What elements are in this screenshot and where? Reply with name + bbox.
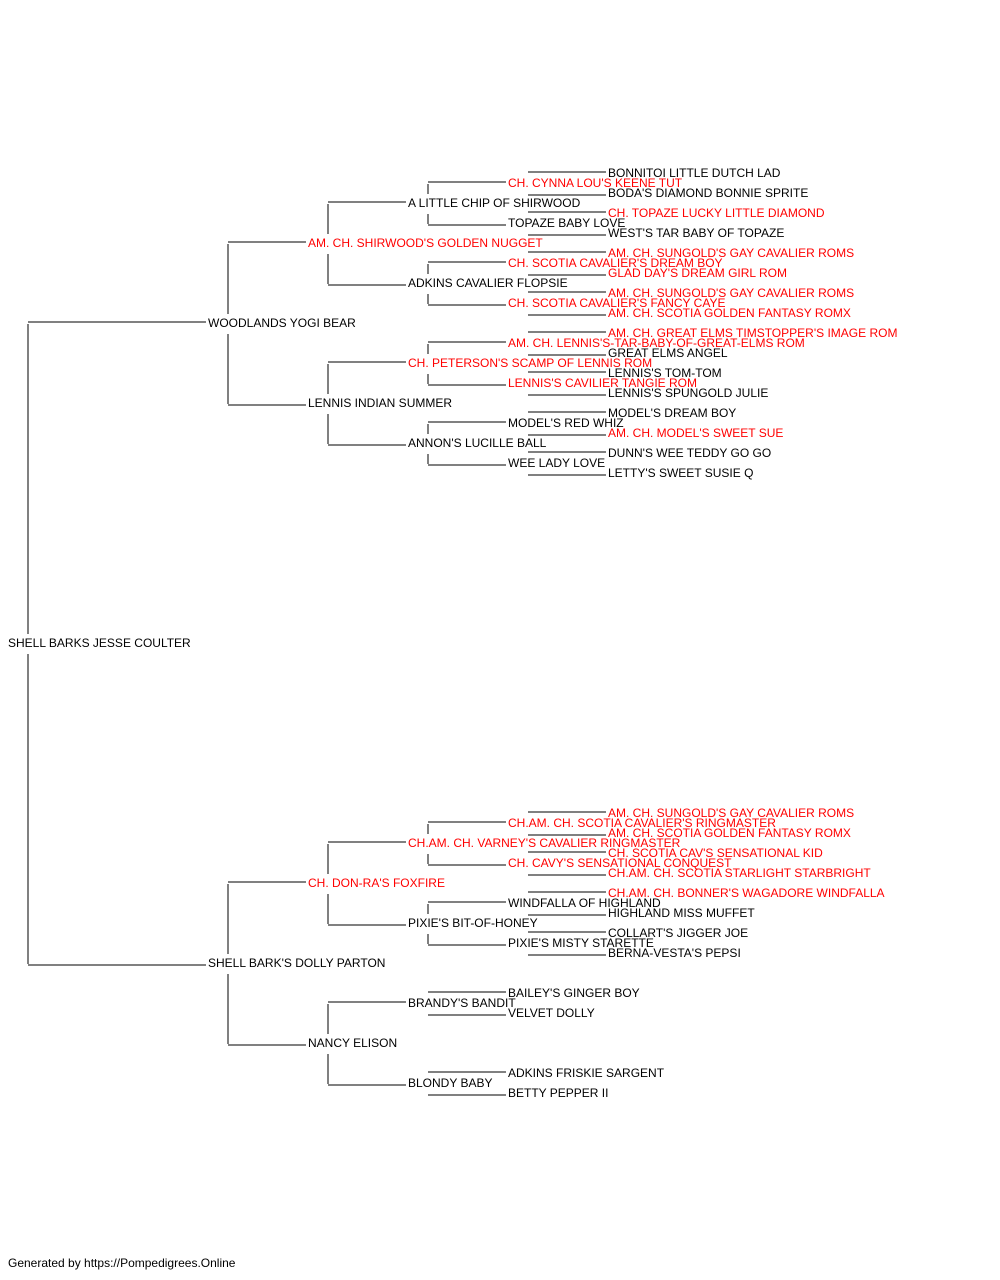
pedigree-name: WEST'S TAR BABY OF TOPAZE (608, 226, 784, 240)
pedigree-name-champion: AM. CH. SUNGOLD'S GAY CAVALIER ROMS (608, 246, 854, 260)
pedigree-name: BODA'S DIAMOND BONNIE SPRITE (608, 186, 808, 200)
pedigree-name-champion: CH. SCOTIA CAV'S SENSATIONAL KID (608, 846, 823, 860)
pedigree-name: BAILEY'S GINGER BOY (508, 986, 640, 1000)
pedigree-name: NANCY ELISON (308, 1036, 397, 1050)
pedigree-name-champion: AM. CH. MODEL'S SWEET SUE (608, 426, 783, 440)
pedigree-name-champion: CH. PETERSON'S SCAMP OF LENNIS ROM (408, 356, 652, 370)
pedigree-name-champion: CH.AM. CH. VARNEY'S CAVALIER RINGMASTER (408, 836, 681, 850)
pedigree-name-champion: CH. TOPAZE LUCKY LITTLE DIAMOND (608, 206, 825, 220)
pedigree-name-champion: LENNIS'S CAVILIER TANGIE ROM (508, 376, 697, 390)
pedigree-name: BETTY PEPPER II (508, 1086, 608, 1100)
pedigree-name: BRANDY'S BANDIT (408, 996, 516, 1010)
pedigree-name: PIXIE'S BIT-OF-HONEY (408, 916, 538, 930)
pedigree-name: TOPAZE BABY LOVE (508, 216, 625, 230)
pedigree-name: MODEL'S RED WHIZ (508, 416, 624, 430)
pedigree-name: ADKINS CAVALIER FLOPSIE (408, 276, 568, 290)
pedigree-name-champion: CH. CYNNA LOU'S KEENE TUT (508, 176, 683, 190)
pedigree-name: LENNIS'S TOM-TOM (608, 366, 722, 380)
pedigree-name: LENNIS INDIAN SUMMER (308, 396, 452, 410)
pedigree-name-champion: AM. CH. LENNIS'S-TAR-BABY-OF-GREAT-ELMS … (508, 336, 805, 350)
pedigree-name: DUNN'S WEE TEDDY GO GO (608, 446, 771, 460)
pedigree-name: VELVET DOLLY (508, 1006, 595, 1020)
pedigree-name-champion: AM. CH. GREAT ELMS TIMSTOPPER'S IMAGE RO… (608, 326, 897, 340)
pedigree-name-champion: AM. CH. SCOTIA GOLDEN FANTASY ROMX (608, 306, 851, 320)
pedigree-name: LENNIS'S SPUNGOLD JULIE (608, 386, 768, 400)
pedigree-name-champion: CH. CAVY'S SENSATIONAL CONQUEST (508, 856, 732, 870)
pedigree-name: BLONDY BABY (408, 1076, 492, 1090)
pedigree-name-champion: CH. SCOTIA CAVALIER'S DREAM BOY (508, 256, 723, 270)
pedigree-name: WOODLANDS YOGI BEAR (208, 316, 356, 330)
pedigree-name: A LITTLE CHIP OF SHIRWOOD (408, 196, 581, 210)
pedigree-name-champion: CH.AM. CH. SCOTIA CAVALIER'S RINGMASTER (508, 816, 776, 830)
pedigree-name-champion: GLAD DAY'S DREAM GIRL ROM (608, 266, 787, 280)
pedigree-name: SHELL BARKS JESSE COULTER (8, 636, 191, 650)
pedigree-name-champion: AM. CH. SUNGOLD'S GAY CAVALIER ROMS (608, 286, 854, 300)
pedigree-name: WEE LADY LOVE (508, 456, 605, 470)
pedigree-name: SHELL BARK'S DOLLY PARTON (208, 956, 385, 970)
pedigree-name: GREAT ELMS ANGEL (608, 346, 728, 360)
pedigree-name-champion: CH. DON-RA'S FOXFIRE (308, 876, 445, 890)
pedigree-name-champion: CH. SCOTIA CAVALIER'S FANCY CAYE (508, 296, 725, 310)
pedigree-name-champion: CH.AM. CH. SCOTIA STARLIGHT STARBRIGHT (608, 866, 871, 880)
pedigree-name: MODEL'S DREAM BOY (608, 406, 736, 420)
pedigree-name: ADKINS FRISKIE SARGENT (508, 1066, 665, 1080)
pedigree-name-champion: AM. CH. SHIRWOOD'S GOLDEN NUGGET (308, 236, 543, 250)
pedigree-name: LETTY'S SWEET SUSIE Q (608, 466, 753, 480)
pedigree-name: BERNA-VESTA'S PEPSI (608, 946, 741, 960)
pedigree-name: HIGHLAND MISS MUFFET (608, 906, 755, 920)
pedigree-tree: SHELL BARKS JESSE COULTER WOODLANDS YOGI … (8, 166, 897, 1100)
pedigree-name-champion: AM. CH. SCOTIA GOLDEN FANTASY ROMX (608, 826, 851, 840)
footer-credit: Generated by https://Pompedigrees.Online (8, 1256, 236, 1270)
pedigree-name: COLLART'S JIGGER JOE (608, 926, 748, 940)
pedigree-name-champion: AM. CH. SUNGOLD'S GAY CAVALIER ROMS (608, 806, 854, 820)
pedigree-name: WINDFALLA OF HIGHLAND (508, 896, 661, 910)
pedigree-name: ANNON'S LUCILLE BALL (408, 436, 547, 450)
pedigree-name: BONNITOI LITTLE DUTCH LAD (608, 166, 781, 180)
pedigree-name-champion: CH.AM. CH. BONNER'S WAGADORE WINDFALLA (608, 886, 885, 900)
pedigree-name: PIXIE'S MISTY STARETTE (508, 936, 654, 950)
